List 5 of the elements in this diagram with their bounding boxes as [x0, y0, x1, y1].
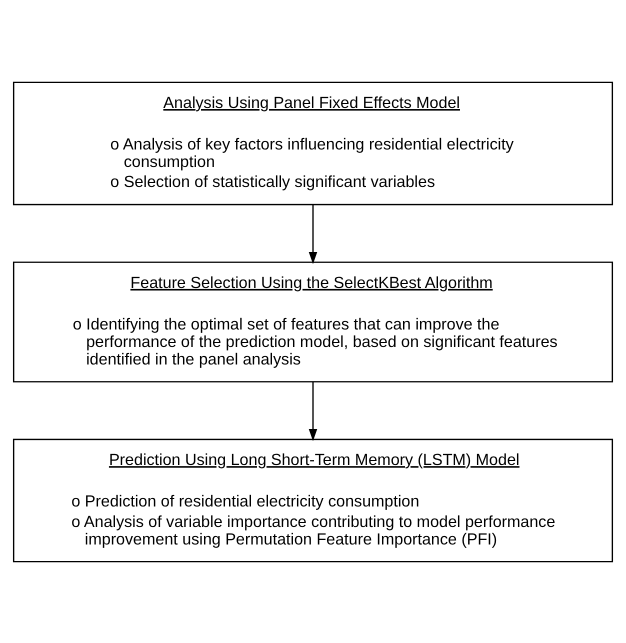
arrow [308, 204, 318, 264]
node-box: Feature Selection Using the SelectKBest Algorithm o Identifying the optimal set of features that can improve the performance of the prediction model, based on significant features identified in the panel analysis [12, 261, 614, 382]
node-box: Analysis Using Panel Fixed Effects Model o Analysis of key factors influencing residential electricity consumption o Selection of statistically significant variables [12, 81, 614, 205]
arrow [308, 381, 318, 441]
node-box: Prediction Using Long Short-Term Memory (LSTM) Model o Prediction of residential electricity consumption o Analysis of variable importance contributing to model performance improvement using Permutation Feature Importance (PFI) [12, 438, 614, 562]
